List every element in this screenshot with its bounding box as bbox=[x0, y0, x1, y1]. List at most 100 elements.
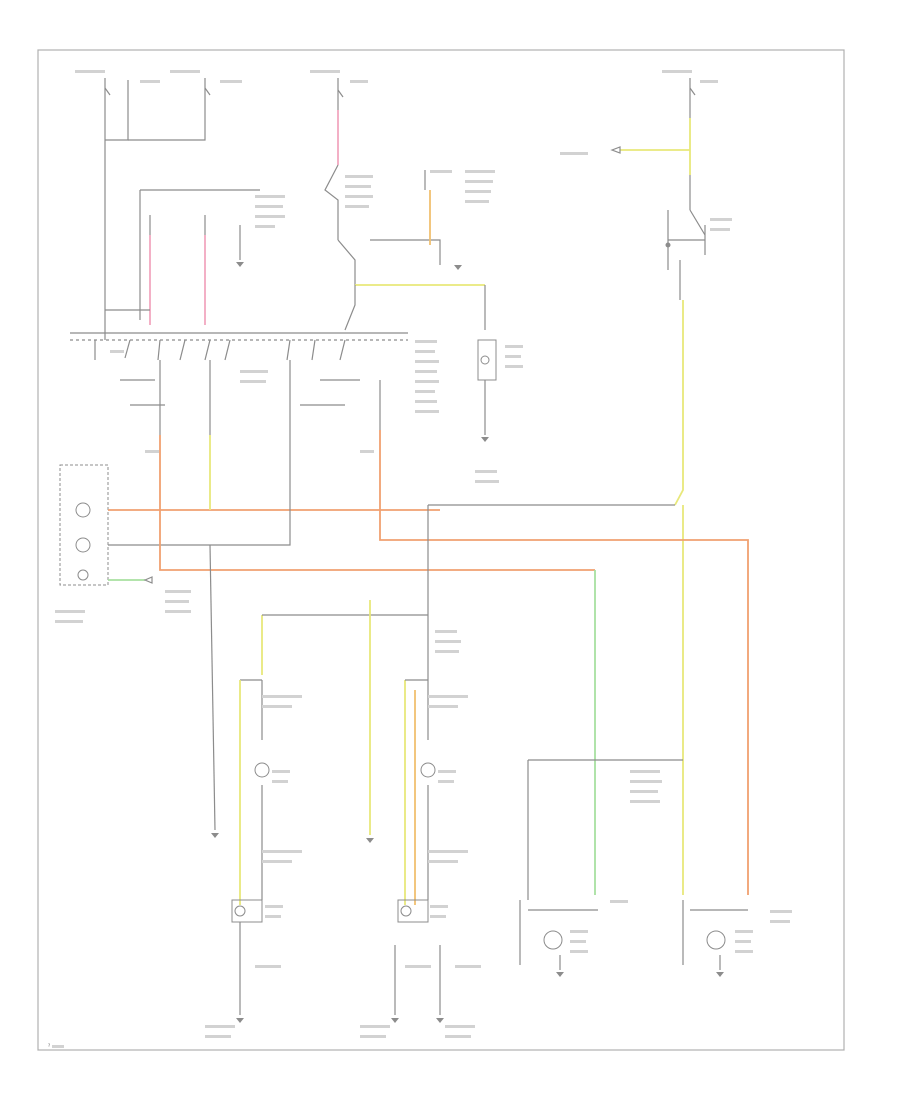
feed-wires bbox=[105, 189, 260, 320]
label-texture bbox=[430, 170, 452, 173]
label-texture bbox=[735, 930, 753, 933]
label-texture bbox=[570, 930, 588, 933]
label-texture bbox=[55, 620, 83, 623]
label-texture bbox=[415, 340, 437, 343]
ground-symbol bbox=[481, 437, 489, 442]
label-texture bbox=[220, 80, 242, 83]
label-texture bbox=[265, 905, 283, 908]
label-texture bbox=[415, 370, 437, 373]
center-left-hot-fuse bbox=[128, 78, 211, 141]
label-texture bbox=[360, 1035, 386, 1038]
label-texture bbox=[570, 940, 586, 943]
label-texture bbox=[55, 610, 85, 613]
label-texture bbox=[345, 185, 371, 188]
left-fog-lamp bbox=[519, 900, 598, 970]
label-texture bbox=[428, 705, 458, 708]
label-texture bbox=[255, 195, 285, 198]
label-texture bbox=[428, 850, 468, 853]
label-texture bbox=[310, 70, 340, 73]
label-texture bbox=[110, 350, 124, 353]
label-texture bbox=[560, 152, 588, 155]
label-texture bbox=[570, 950, 588, 953]
label-texture bbox=[165, 600, 189, 603]
label-texture bbox=[415, 410, 439, 413]
ground-symbols bbox=[211, 262, 724, 1023]
relay-output-wire bbox=[674, 300, 684, 506]
label-texture bbox=[345, 195, 373, 198]
fog-feed bbox=[527, 759, 683, 900]
label-texture bbox=[345, 205, 369, 208]
label-texture bbox=[610, 900, 628, 903]
label-texture bbox=[465, 170, 495, 173]
right-hot-fuse bbox=[610, 78, 696, 175]
label-texture bbox=[438, 770, 456, 773]
label-texture bbox=[700, 80, 718, 83]
label-texture bbox=[475, 470, 497, 473]
ground-symbol bbox=[556, 972, 564, 977]
label-texture bbox=[240, 380, 266, 383]
label-texture bbox=[630, 800, 660, 803]
label-texture bbox=[445, 1035, 471, 1038]
label-texture bbox=[75, 70, 105, 73]
center-hot-fuse bbox=[324, 78, 344, 240]
label-texture bbox=[262, 705, 292, 708]
label-texture bbox=[360, 1025, 390, 1028]
label-texture bbox=[770, 920, 790, 923]
label-texture bbox=[205, 1035, 231, 1038]
label-texture bbox=[465, 180, 493, 183]
label-texture bbox=[505, 355, 521, 358]
label-texture bbox=[140, 80, 160, 83]
label-texture bbox=[630, 770, 660, 773]
right-fog-lamp bbox=[682, 900, 748, 970]
label-texture bbox=[415, 390, 435, 393]
label-texture bbox=[255, 205, 283, 208]
label-texture bbox=[262, 695, 302, 698]
label-texture bbox=[145, 450, 159, 453]
headlight-relay bbox=[665, 175, 706, 300]
orange-run bbox=[379, 430, 749, 895]
label-texture bbox=[360, 450, 374, 453]
label-texture bbox=[345, 175, 373, 178]
right-headlight bbox=[394, 679, 441, 1015]
left-hot-fuse bbox=[104, 78, 129, 340]
label-texture bbox=[415, 350, 435, 353]
ground-symbol bbox=[391, 1018, 399, 1023]
label-texture bbox=[255, 225, 275, 228]
cluster-gray-wire bbox=[108, 430, 291, 546]
label-texture bbox=[415, 400, 437, 403]
label-texture bbox=[445, 1025, 475, 1028]
label-texture bbox=[428, 695, 468, 698]
ground-symbol bbox=[236, 262, 244, 267]
ground-symbol bbox=[236, 1018, 244, 1023]
instrument-cluster bbox=[59, 464, 109, 586]
text-blocks bbox=[52, 70, 792, 1048]
headlight-switch bbox=[70, 332, 408, 435]
label-texture bbox=[662, 70, 692, 73]
label-texture bbox=[630, 790, 658, 793]
corner-tag: ? bbox=[48, 1043, 50, 1048]
dimmer-switch bbox=[477, 285, 497, 435]
label-texture bbox=[415, 360, 439, 363]
label-texture bbox=[165, 590, 191, 593]
label-texture bbox=[770, 910, 792, 913]
label-texture bbox=[350, 80, 368, 83]
label-texture bbox=[272, 770, 290, 773]
label-texture bbox=[465, 190, 491, 193]
label-texture bbox=[435, 630, 457, 633]
cluster-ground-arrow bbox=[143, 576, 153, 584]
ground-symbol bbox=[454, 265, 462, 270]
yellow-orange-run bbox=[159, 435, 595, 571]
label-texture bbox=[52, 1045, 64, 1048]
label-texture bbox=[438, 780, 454, 783]
label-texture bbox=[630, 780, 662, 783]
label-texture bbox=[428, 860, 458, 863]
label-texture bbox=[272, 780, 288, 783]
label-texture bbox=[265, 915, 281, 918]
headlamp-feed bbox=[209, 544, 429, 835]
center-junction bbox=[337, 170, 485, 331]
label-texture bbox=[710, 218, 732, 221]
label-texture bbox=[205, 1025, 235, 1028]
label-texture bbox=[405, 965, 431, 968]
